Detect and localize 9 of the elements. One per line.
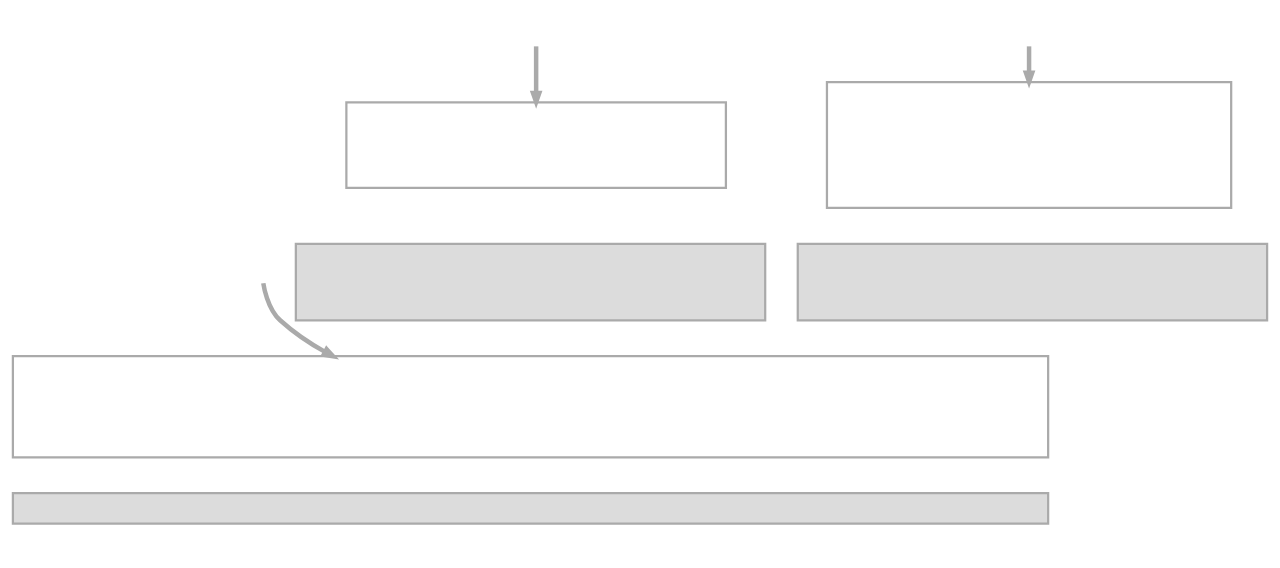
- node-box: [294, 242, 767, 321]
- node-box: [11, 491, 1050, 525]
- node-box: [11, 354, 1050, 458]
- node-box: [345, 100, 728, 189]
- node-box: [796, 242, 1269, 321]
- arrow: [261, 282, 340, 359]
- arrow: [529, 45, 543, 109]
- arrow: [1022, 45, 1036, 89]
- node-box: [825, 80, 1233, 209]
